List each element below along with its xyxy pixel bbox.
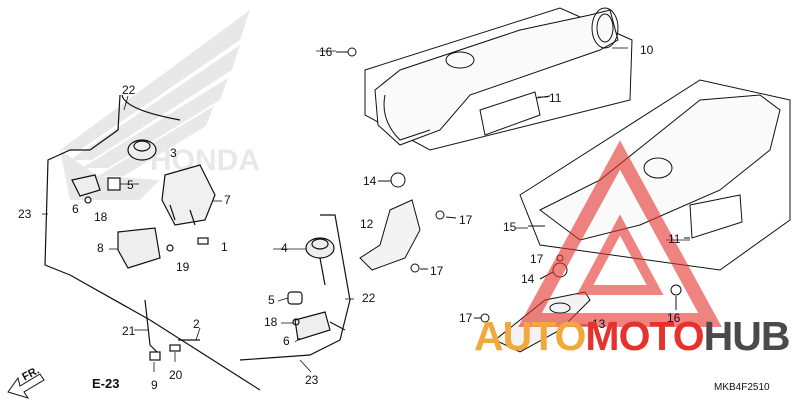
callout-c18a: 18: [94, 210, 108, 224]
callout-c4: 4: [281, 241, 288, 255]
callout-c14b: 14: [521, 272, 535, 286]
callout-c11b: 11: [668, 232, 681, 246]
callout-c5b: 5: [268, 293, 275, 307]
leader-lines: [42, 47, 690, 373]
callout-c9: 9: [151, 378, 158, 392]
callout-c23b: 23: [305, 373, 319, 387]
callout-c21: 21: [122, 324, 136, 338]
callout-c17d: 17: [459, 311, 473, 325]
callout-c3: 3: [170, 146, 177, 160]
callout-c2: 2: [193, 317, 200, 331]
callout-c13: 13: [592, 317, 606, 331]
watermark-part-auto: AUTO: [474, 313, 586, 359]
reference-label: E-23: [92, 376, 120, 391]
callout-c10: 10: [640, 43, 654, 57]
callout-c16a: 16: [319, 45, 333, 59]
bracket-assembly: [359, 172, 457, 273]
callout-c23a: 23: [18, 207, 32, 221]
svg-text:HONDA: HONDA: [150, 144, 260, 177]
callout-c6a: 6: [72, 202, 79, 216]
diagram-code: MKB4F2510: [714, 382, 770, 393]
callout-c22b: 22: [362, 291, 376, 305]
callout-c22a: 22: [122, 83, 136, 97]
callout-c8: 8: [97, 241, 104, 255]
callout-c6b: 6: [283, 334, 290, 348]
callout-c11a: 11: [549, 91, 562, 105]
callout-c1: 1: [221, 240, 228, 254]
callout-c17a: 17: [459, 213, 473, 227]
watermark-part-moto: MOTO: [585, 313, 704, 359]
callout-c12: 12: [360, 217, 374, 231]
callout-c14a: 14: [363, 174, 377, 188]
left-vacuum-assembly: [44, 94, 261, 391]
callout-c20: 20: [169, 368, 183, 382]
callout-c17b: 17: [430, 264, 444, 278]
front-direction-arrow: [7, 373, 45, 399]
callout-c19: 19: [176, 260, 190, 274]
watermark-logo: [518, 140, 722, 327]
right-vacuum-assembly: [239, 214, 351, 361]
winged-logo-background: HONDA: [60, 10, 260, 200]
callout-c7: 7: [224, 193, 231, 207]
callout-c5a: 5: [127, 178, 134, 192]
callout-c18b: 18: [264, 315, 278, 329]
callout-c15: 15: [503, 220, 517, 234]
lower-air-duct: [519, 79, 791, 271]
callout-c16b: 16: [667, 311, 681, 325]
watermark-text: AUTOMOTOHUB: [474, 314, 790, 358]
callout-c17c: 17: [530, 252, 544, 266]
watermark-part-hub: HUB: [703, 313, 791, 359]
upper-air-duct: [336, 7, 633, 151]
